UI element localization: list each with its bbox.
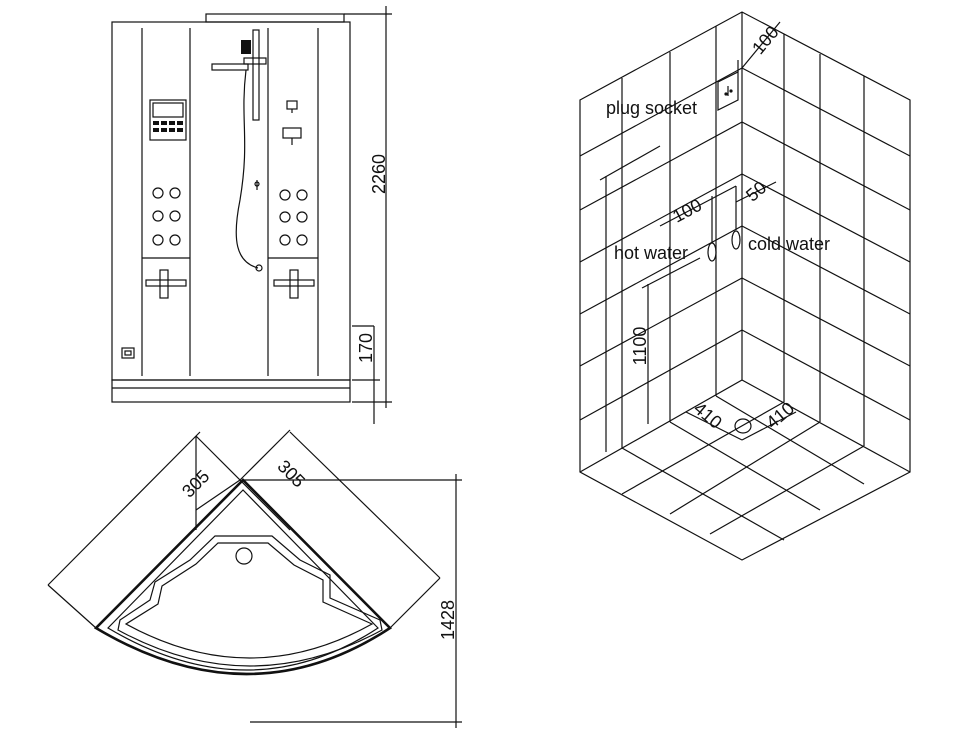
dim-base-label: 170 (356, 333, 376, 363)
floor-drain-icon (734, 418, 752, 434)
spout-icon (282, 100, 302, 145)
plan-dim-right-label: 305 (274, 456, 309, 491)
plug-socket-icon (717, 71, 739, 111)
shower-riser-icon (211, 29, 267, 272)
pipe-offset-label: 50 (742, 177, 770, 205)
switch-icon (121, 347, 135, 359)
front-view: 2260 170 (111, 6, 392, 424)
dimension-height: 2260 (344, 6, 392, 408)
body-jets-right-icon (279, 189, 308, 246)
wall-view: 100 plug socket 100 50 hot water cold wa… (579, 11, 911, 561)
wall-dim-top-label: 100 (748, 22, 783, 58)
cabin-outline (111, 21, 351, 381)
floor-dim-left-label: 410 (690, 398, 726, 433)
pipe-height-label: 1100 (630, 327, 650, 366)
plan-dim-size-label: 1428 (438, 600, 458, 640)
tray-outline (93, 478, 393, 676)
dim-height-label: 2260 (369, 154, 389, 194)
hot-water-label: hot water (614, 243, 688, 263)
roof-vent (205, 13, 345, 23)
plug-socket-label: plug socket (606, 98, 697, 118)
dimension-plan-size: 1428 (243, 474, 462, 728)
cold-water-label: cold water (748, 234, 830, 254)
basin-outline (117, 535, 383, 667)
dimension-base: 170 (352, 325, 380, 424)
control-panel-icon (149, 99, 187, 141)
plan-dim-left-label: 305 (178, 466, 213, 501)
cold-water-pipe-icon (731, 230, 741, 250)
pipe-gap-label: 100 (669, 195, 705, 227)
floor-dim-right-label: 410 (762, 398, 798, 433)
door-handle-left-icon (145, 269, 187, 299)
drain-icon (235, 547, 253, 565)
hot-water-pipe-icon (707, 242, 717, 262)
door-handle-right-icon (273, 269, 315, 299)
base-tray (111, 379, 351, 403)
plan-view: 305 305 1428 (47, 429, 462, 728)
body-jets-left-icon (152, 187, 181, 246)
